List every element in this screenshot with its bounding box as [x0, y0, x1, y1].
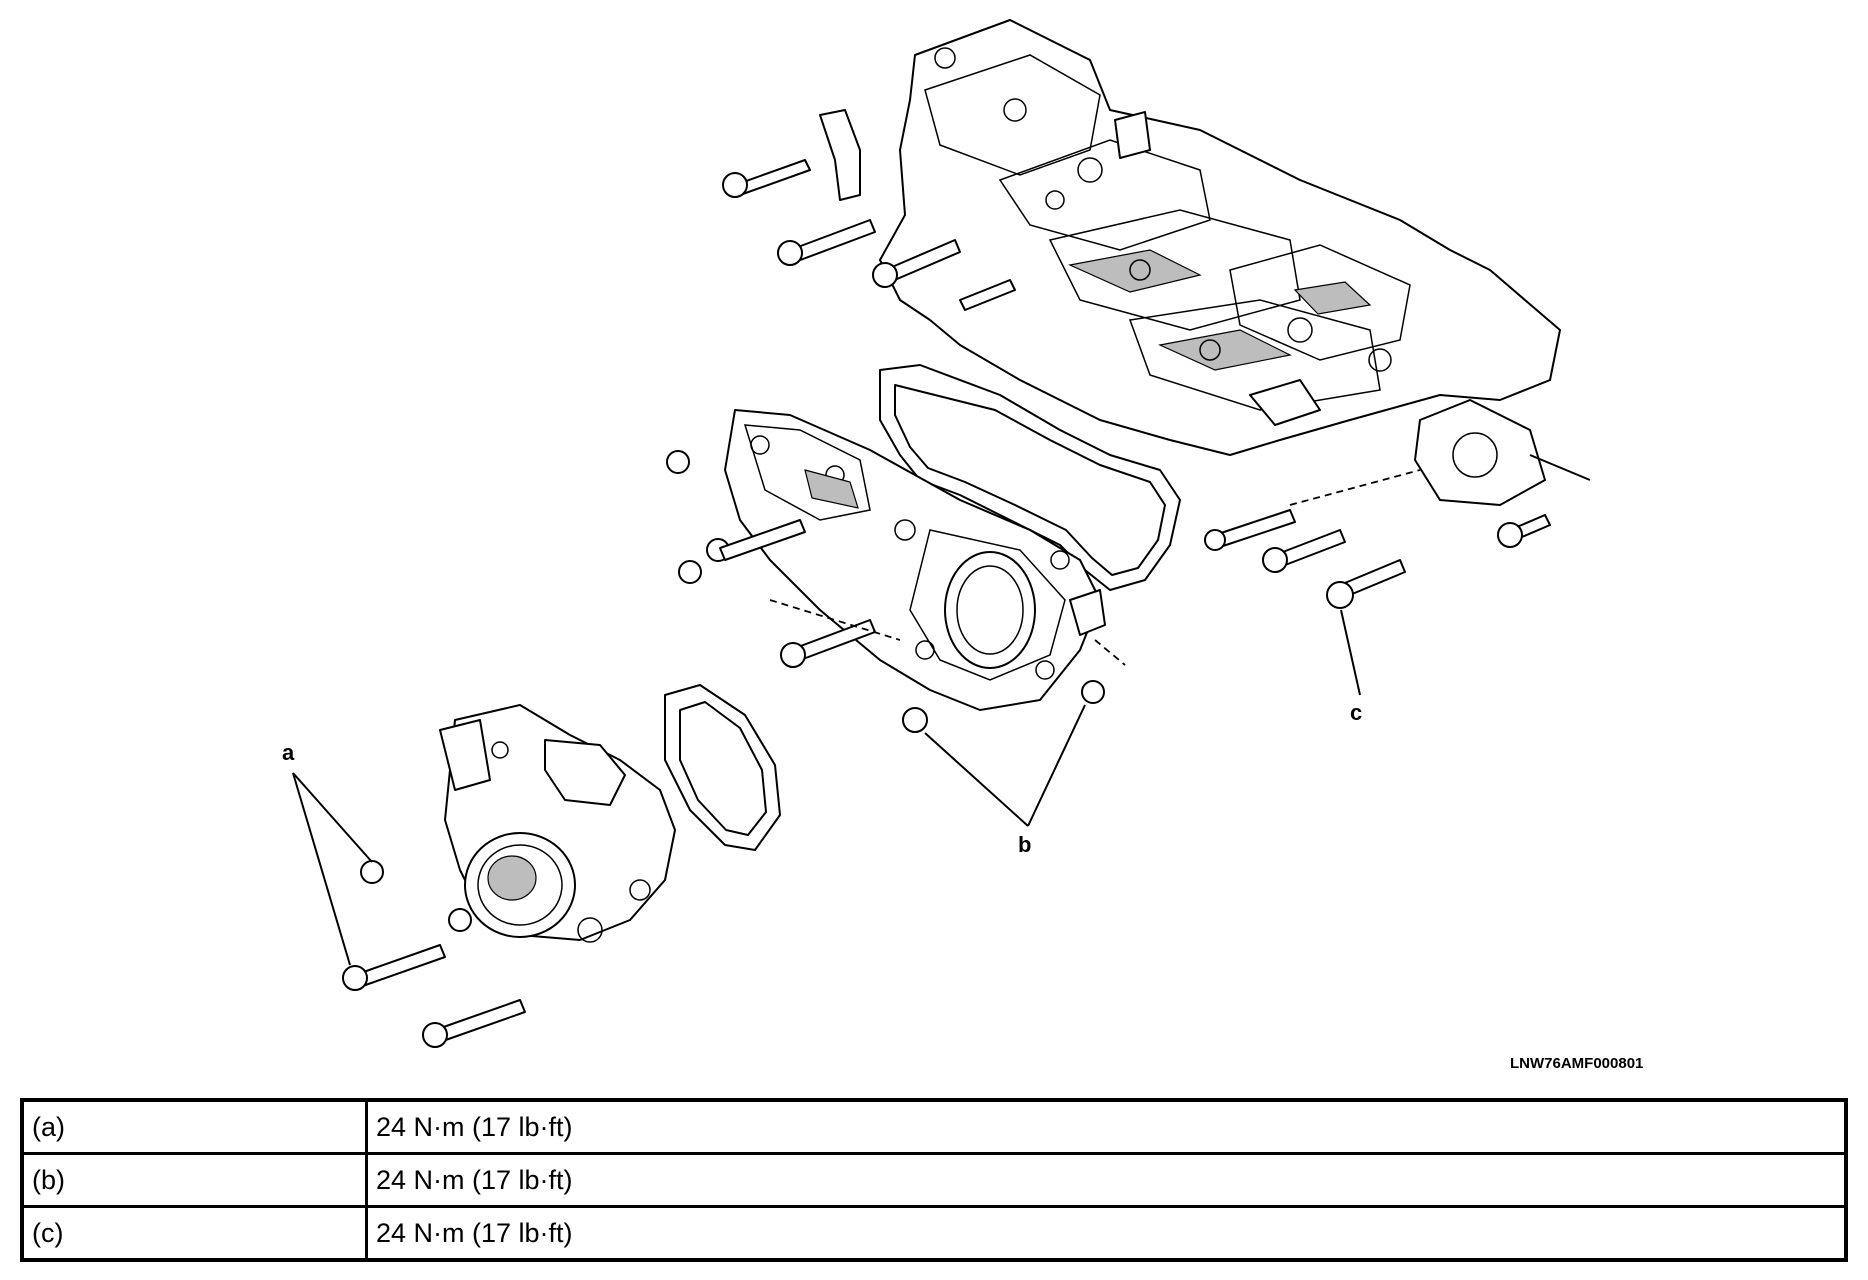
throttle-body-gasket	[664, 684, 781, 851]
callout-a: a	[282, 740, 295, 765]
torque-spec-table: (a) 24 N·m (17 lb·ft) (b) 24 N·m (17 lb·…	[20, 1098, 1848, 1262]
callout-c: c	[1350, 700, 1362, 725]
fastener-label: (b)	[20, 1152, 368, 1208]
table-row: (a) 24 N·m (17 lb·ft)	[20, 1098, 1848, 1155]
exploded-view-diagram: a b c LNW76AMF000801	[282, 19, 1643, 1072]
torque-value: 24 N·m (17 lb·ft)	[365, 1098, 1848, 1155]
leader-lines	[292, 454, 1591, 966]
figure-code: LNW76AMF000801	[1510, 1055, 1643, 1072]
fasteners	[342, 109, 1551, 1048]
fastener-label: (a)	[20, 1098, 368, 1155]
torque-value: 24 N·m (17 lb·ft)	[365, 1205, 1848, 1262]
torque-value: 24 N·m (17 lb·ft)	[365, 1152, 1848, 1208]
callout-b: b	[1018, 832, 1031, 857]
alignment-lines	[769, 469, 1421, 666]
fastener-label: (c)	[20, 1205, 368, 1262]
throttle-body	[439, 704, 676, 943]
table-row: (b) 24 N·m (17 lb·ft)	[20, 1152, 1848, 1208]
table-row: (c) 24 N·m (17 lb·ft)	[20, 1205, 1848, 1262]
intake-manifold	[879, 19, 1561, 506]
